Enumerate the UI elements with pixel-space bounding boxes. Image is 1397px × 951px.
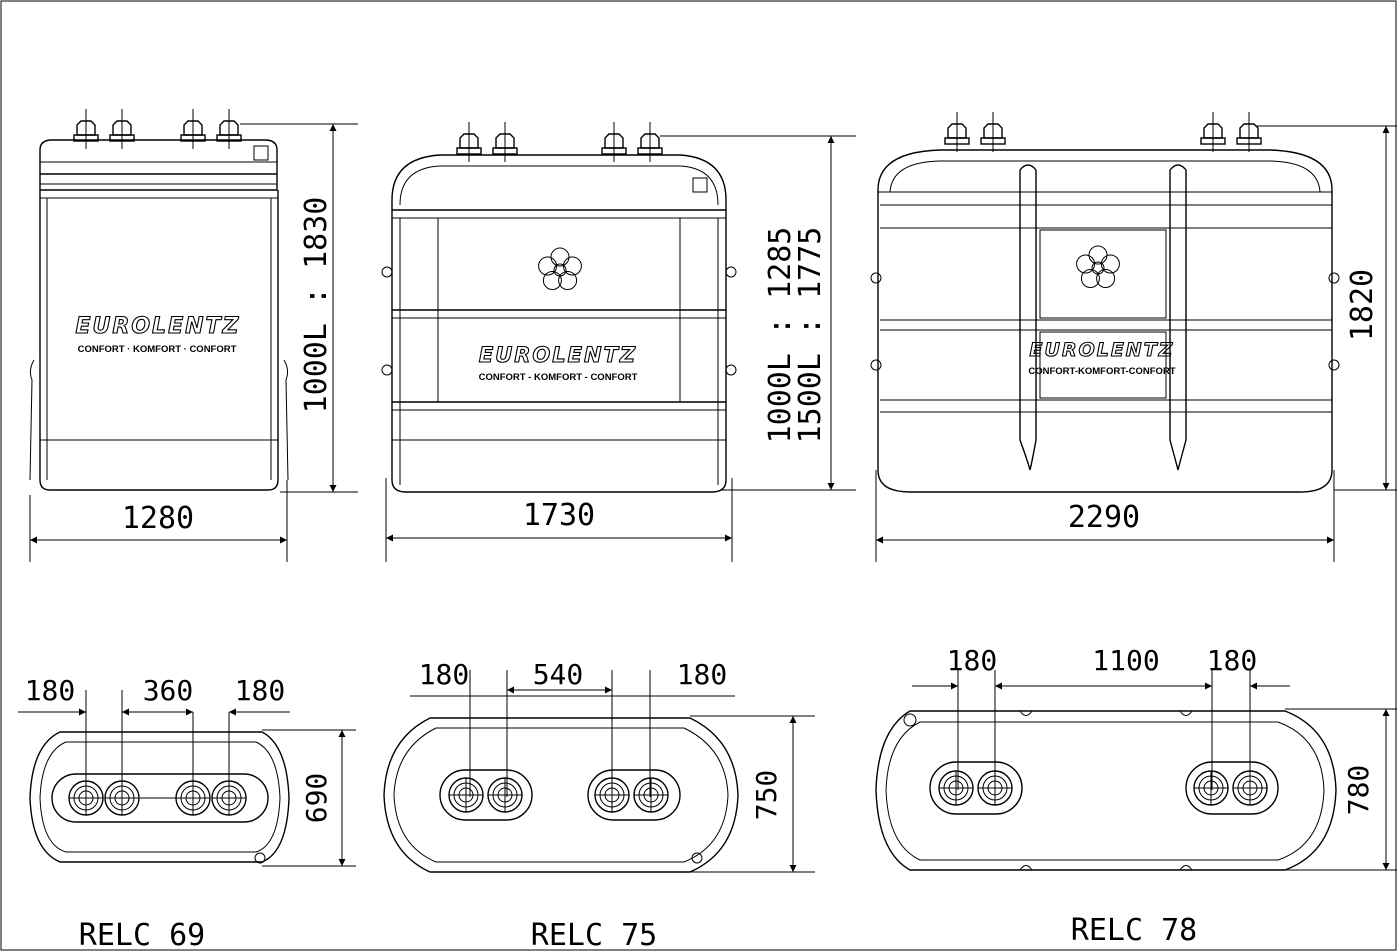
relc75-spacing-2: 540	[533, 658, 584, 691]
relc69-depth-label: 690	[300, 773, 333, 824]
relc75-spacing-1: 180	[419, 658, 470, 691]
relc78-spacing-2: 1100	[1092, 644, 1159, 677]
relc75-dimensions: 1730 1000L : 1285 1500L : 1775	[385, 135, 856, 562]
relc78-height-label: 1820	[1345, 269, 1380, 341]
relc78-front-view: EUROLENTZ CONFORT-KOMFORT-CONFORT	[870, 111, 1340, 493]
relc69-width-label: 1280	[122, 501, 194, 536]
relc69-subtitle: CONFORT · KOMFORT · CONFORT	[78, 344, 237, 355]
relc78-spacing-3: 180	[1207, 644, 1258, 677]
relc69-front-view: EUROLENTZ CONFORT · KOMFORT · CONFORT	[29, 108, 289, 491]
relc69-height-label: 1000L : 1830	[299, 197, 334, 414]
relc75-height-label-2: 1500L : 1775	[793, 227, 828, 444]
relc78-dimensions: 2290 1820	[875, 125, 1397, 562]
relc69-spacing-3: 180	[235, 674, 286, 707]
relc69-spacing-1: 180	[25, 674, 76, 707]
relc75-front-view: EUROLENTZ CONFORT - KOMFORT - CONFORT	[381, 121, 737, 493]
relc69-spacing-2: 360	[143, 674, 194, 707]
relc69-top-view: 180 360 180 690 RELC 69	[18, 674, 356, 951]
relc75-brand: EUROLENTZ	[479, 343, 637, 367]
relc78-model-name: RELC 78	[1071, 913, 1197, 948]
relc75-top-view: 180 540 180 750 RELC 75	[383, 658, 815, 951]
relc78-width-label: 2290	[1068, 500, 1140, 535]
relc78-subtitle: CONFORT-KOMFORT-CONFORT	[1028, 366, 1175, 377]
relc78-depth-label: 780	[1342, 765, 1375, 816]
relc78-spacing-1: 180	[947, 644, 998, 677]
relc78-brand: EUROLENTZ	[1030, 339, 1175, 361]
relc75-height-label-1: 1000L : 1285	[763, 227, 798, 444]
relc75-spacing-3: 180	[677, 658, 728, 691]
relc75-model-name: RELC 75	[531, 918, 657, 951]
relc75-width-label: 1730	[523, 498, 595, 533]
relc69-model-name: RELC 69	[79, 918, 205, 951]
relc75-subtitle: CONFORT - KOMFORT - CONFORT	[479, 372, 638, 383]
relc75-depth-label: 750	[750, 770, 783, 821]
relc69-brand: EUROLENTZ	[76, 314, 241, 339]
relc78-top-view: 180 1100 180 780 RELC 78	[875, 644, 1397, 948]
relc69-dimensions: 1280 1000L : 1830	[29, 123, 358, 562]
